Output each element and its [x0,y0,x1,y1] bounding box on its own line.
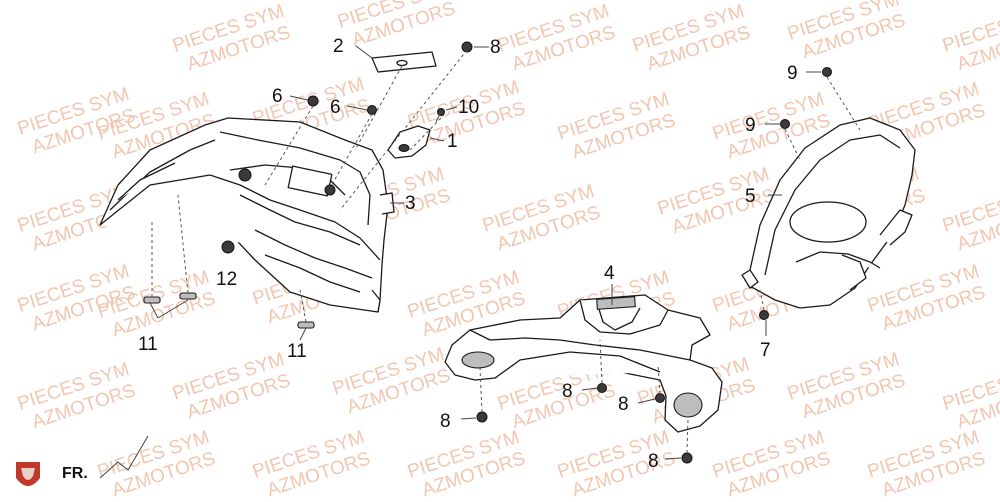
bolt-11b [179,292,197,300]
callout-3: 3 [405,193,416,214]
callout-6b: 6 [330,97,341,118]
clip-part-1 [387,125,431,159]
callout-9a: 9 [787,63,798,84]
rear-fender-part-5 [741,117,916,309]
callout-12: 12 [216,269,237,290]
callout-5: 5 [745,186,756,207]
grommet-12 [221,240,235,254]
screw-10 [435,108,445,123]
callout-4: 4 [604,263,615,284]
bracket-part-4 [444,294,723,433]
callout-2: 2 [333,36,344,57]
callout-8c: 8 [440,411,451,432]
nut-8c [476,411,488,423]
direction-arrow-icon [99,435,149,479]
direction-label: FR. [62,465,88,482]
nut-8e [681,452,693,464]
bolt-7 [759,310,769,320]
callout-8e: 8 [648,451,659,472]
callout-9b: 9 [745,115,756,136]
brand-logo [16,462,40,486]
callout-labels: 2 8 6 6 10 1 3 12 11 11 4 8 8 8 8 9 9 5 … [138,36,798,472]
nut-8d [655,393,665,403]
callout-6a: 6 [272,86,283,107]
nut-8-top [461,41,473,53]
callout-1: 1 [447,131,458,152]
leader-lines-left [149,45,489,341]
callout-11a: 11 [138,334,158,355]
leader-lines-center [460,284,689,460]
front-fender-part-3 [99,117,395,313]
callout-8-top: 8 [490,37,501,58]
bolt-6a [307,95,319,107]
callout-8d: 8 [618,394,629,415]
callout-11b: 11 [287,341,307,362]
nut-8b [597,383,607,393]
bolt-11a [143,296,161,304]
leader-lines-right [759,71,861,336]
plate-part-2 [371,51,437,73]
nut-9b [780,119,790,129]
callout-10: 10 [458,97,479,118]
direction-indicator: FR. [62,435,149,482]
callout-8b: 8 [562,381,573,402]
bolt-11c [297,321,315,329]
callout-7: 7 [760,340,771,361]
nut-9a [822,67,832,77]
